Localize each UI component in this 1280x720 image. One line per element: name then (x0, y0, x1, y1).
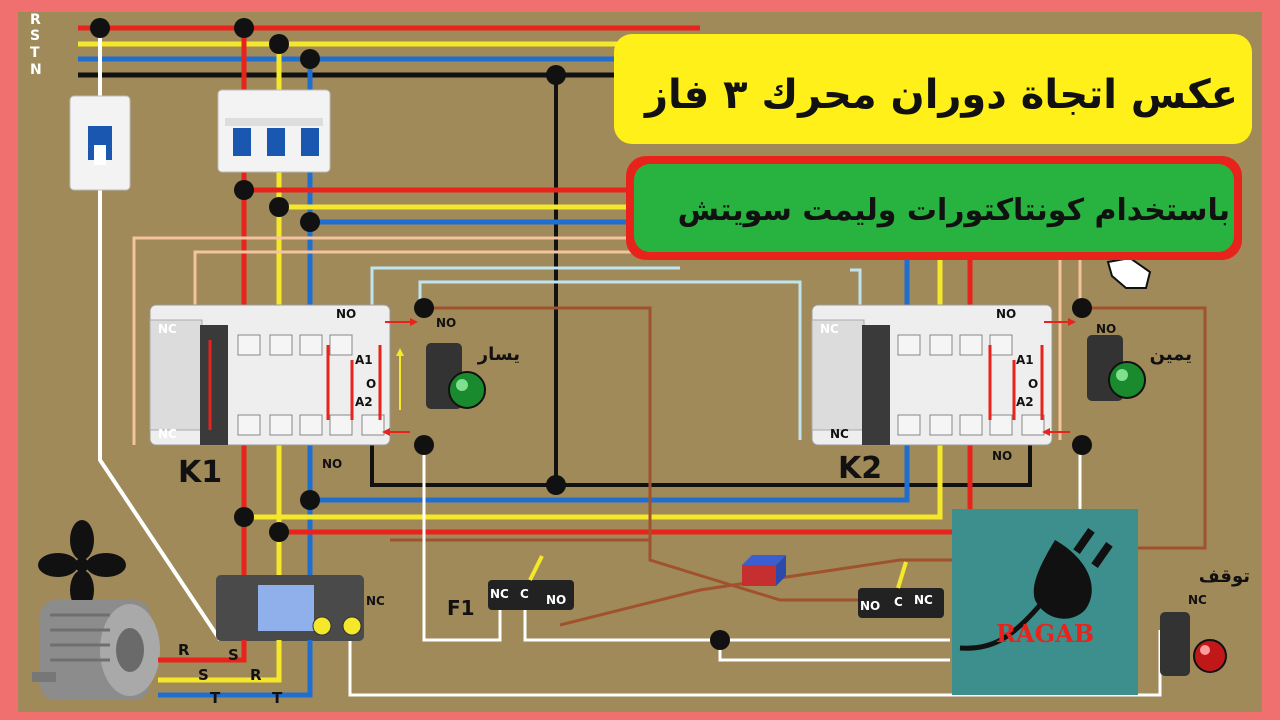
arrow-right-icon (1068, 318, 1076, 326)
phase-label-t: T (30, 45, 40, 61)
k1-nc-bottom: NC (158, 427, 177, 441)
junction-dots (90, 18, 1092, 650)
junction-dot (710, 630, 730, 650)
k2-name: K2 (838, 451, 882, 486)
junction-dot (90, 18, 110, 38)
motor-terminal-s2: S (198, 666, 209, 684)
limit-switch-f1: NC C NO F1 (447, 555, 574, 620)
junction-dot (546, 475, 566, 495)
k2-zero: O (1028, 377, 1038, 391)
arrow-up-icon (396, 348, 404, 356)
wire-lightblue-2 (418, 280, 802, 440)
push-button-stop: NC توقف (1160, 566, 1250, 676)
logo-text: RAGAB (996, 619, 1094, 648)
arrow-left-icon (382, 428, 390, 436)
k1-nc-top: NC (158, 322, 177, 336)
subtitle-banner: باستخدام كونتاكتورات وليمت سويتش (626, 156, 1242, 260)
phase-label-n: N (30, 62, 42, 78)
right-button-label: يمين (1150, 344, 1192, 365)
stop-button-label: توقف (1199, 566, 1250, 587)
junction-dot (414, 298, 434, 318)
k2-no-top: NO (996, 307, 1016, 321)
stop-button-nc: NC (1188, 593, 1207, 607)
junction-dot (300, 49, 320, 69)
motor-wire-t (158, 640, 313, 698)
junction-dot (269, 34, 289, 54)
f1-nc: NC (490, 587, 509, 601)
junction-dot (269, 522, 289, 542)
junction-dot (300, 490, 320, 510)
f2-c: C (894, 595, 903, 609)
junction-dot (234, 18, 254, 38)
overload-relay: NC (216, 575, 385, 641)
junction-dot (300, 212, 320, 232)
k1-a1: A1 (355, 353, 373, 367)
control-wire-white-down (98, 190, 222, 642)
k2-no-bottom: NO (992, 449, 1012, 463)
motor-wire-s (158, 640, 282, 683)
arrow-icons (382, 318, 1076, 436)
junction-dot (234, 507, 254, 527)
phase-label-s: S (30, 28, 40, 44)
single-pole-breaker (69, 95, 131, 191)
k1-zero: O (366, 377, 376, 391)
k1-name: K1 (178, 455, 222, 490)
f1-no: NO (546, 593, 566, 607)
title-banner: عكس اتجاة دوران محرك ٣ فاز (614, 34, 1252, 144)
f2-no: NO (860, 599, 880, 613)
neutral-return (370, 420, 1032, 487)
limit-switch-f2: NO C NC (858, 561, 944, 618)
left-button-label: يسار (477, 344, 520, 365)
f1-name: F1 (447, 596, 475, 620)
k2-out-t (310, 440, 910, 503)
k2-nc-top: NC (820, 322, 839, 336)
motor-icon (32, 600, 160, 700)
motor-terminal-s1: S (228, 646, 239, 664)
wire-brown-1 (420, 306, 870, 602)
junction-dot (234, 180, 254, 200)
f1-c: C (520, 587, 529, 601)
k2-nc-bottom: NC (830, 427, 849, 441)
k2-a1: A1 (1016, 353, 1034, 367)
motor-terminal-r1: R (178, 641, 190, 659)
wire-white-mid (523, 605, 950, 642)
f2-nc: NC (914, 593, 933, 607)
three-pole-breaker (217, 89, 331, 173)
junction-dot (1072, 298, 1092, 318)
arrow-right-icon (410, 318, 418, 326)
ragab-logo: RAGAB (952, 509, 1138, 695)
push-button-left: NO يسار (426, 316, 520, 409)
right-button-no: NO (1096, 322, 1116, 336)
junction-dot (414, 435, 434, 455)
junction-dot (546, 65, 566, 85)
arrow-left-icon (1042, 428, 1050, 436)
fan-icon (38, 520, 126, 610)
junction-dot (1072, 435, 1092, 455)
contactor-k2: NC NC NO A1 O A2 NO K2 (811, 304, 1053, 486)
motor-terminal-r2: R (250, 666, 262, 684)
wire-white-f1 (422, 445, 502, 642)
k2-out-s (244, 440, 943, 520)
subtitle-text: باستخدام كونتاكتورات وليمت سويتش (678, 193, 1230, 228)
motor-terminal-t2: T (272, 689, 283, 707)
phase-label-r: R (30, 12, 41, 28)
overload-nc: NC (366, 594, 385, 608)
k2-a2: A2 (1016, 395, 1034, 409)
k1-a2: A2 (355, 395, 373, 409)
motor-terminal-t1: T (210, 689, 221, 707)
left-button-no: NO (436, 316, 456, 330)
k1-no-top: NO (336, 307, 356, 321)
push-button-right: NO يمين (1087, 322, 1192, 401)
cube-actuator-icon (742, 555, 786, 586)
title-text: عكس اتجاة دوران محرك ٣ فاز (643, 72, 1238, 118)
junction-dot (269, 197, 289, 217)
contactor-k1: NC NC NO A1 O A2 NO K1 (149, 304, 391, 490)
motor-wire-r (158, 640, 247, 663)
k1-no-bottom: NO (322, 457, 342, 471)
